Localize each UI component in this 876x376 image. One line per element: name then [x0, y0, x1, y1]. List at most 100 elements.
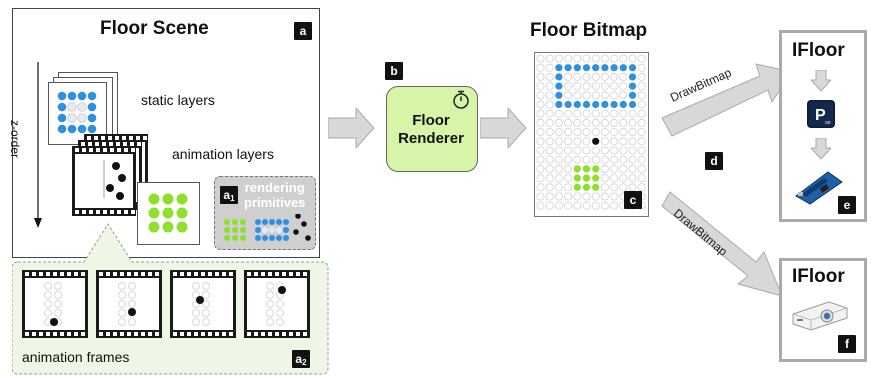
bitmap-green-dot	[582, 165, 591, 173]
floor-renderer-box[interactable]	[386, 86, 478, 172]
bitmap-empty-dot	[582, 91, 591, 100]
bitmap-empty-dot	[545, 128, 554, 137]
bitmap-empty-dot	[628, 109, 637, 118]
frame-empty-dot	[54, 291, 62, 299]
film-hole	[82, 148, 86, 152]
z-order-label: z-order	[8, 120, 22, 159]
frame-hole	[67, 272, 71, 276]
frame-hole	[155, 332, 159, 336]
film-hole	[115, 136, 119, 140]
frame-hole	[120, 332, 124, 336]
blue-swatch-dot	[283, 235, 289, 241]
bitmap-empty-dot	[600, 128, 609, 137]
bitmap-empty-dot	[564, 137, 573, 146]
bitmap-empty-dot	[573, 146, 582, 155]
green-dot	[162, 221, 174, 233]
blue-swatch-dot	[255, 235, 261, 241]
green-swatch-dot	[240, 235, 246, 241]
frame-hole	[25, 272, 29, 276]
frame-hole	[25, 332, 29, 336]
bitmap-empty-dot	[619, 146, 628, 155]
frame-hole	[222, 332, 226, 336]
bitmap-empty-dot	[600, 109, 609, 118]
film-hole	[109, 142, 113, 146]
bitmap-empty-dot	[582, 155, 591, 164]
bitmap-empty-dot	[564, 183, 573, 192]
frame-hole	[99, 332, 103, 336]
film-hole	[103, 148, 107, 152]
frame-hole	[134, 332, 138, 336]
bitmap-empty-dot	[600, 155, 609, 164]
green-dot	[148, 193, 160, 205]
svg-text:P: P	[815, 107, 826, 124]
bitmap-empty-dot	[536, 137, 545, 146]
bitmap-empty-dot	[610, 183, 619, 192]
blue-dot	[87, 91, 97, 101]
film-hole	[82, 210, 86, 214]
bitmap-empty-dot	[619, 82, 628, 91]
bitmap-blue-dot	[619, 100, 627, 109]
bitmap-empty-dot	[637, 174, 646, 183]
bitmap-empty-dot	[545, 118, 554, 127]
frame-hole	[215, 272, 219, 276]
bitmap-empty-dot	[564, 91, 573, 100]
frame-empty-dot	[266, 291, 274, 299]
frame-empty-dot	[192, 300, 200, 308]
frame-empty-dot	[276, 309, 284, 317]
frame-hole	[282, 272, 286, 276]
bitmap-empty-dot	[554, 164, 563, 173]
bitmap-blue-dot	[555, 82, 563, 90]
film-hole	[122, 136, 126, 140]
bitmap-empty-dot	[610, 192, 619, 201]
frame-hole	[74, 272, 78, 276]
empty-dot	[77, 102, 87, 112]
frame-empty-dot	[118, 291, 126, 299]
bitmap-empty-dot	[545, 109, 554, 118]
bitmap-empty-dot	[610, 82, 619, 91]
frame-empty-dot	[192, 318, 200, 326]
tag-f: f	[838, 335, 856, 353]
bitmap-empty-dot	[554, 118, 563, 127]
bitmap-blue-dot	[555, 64, 563, 72]
bitmap-green-dot	[592, 183, 600, 191]
floor-bitmap-grid	[534, 52, 649, 217]
film-hole	[110, 148, 114, 152]
bitmap-empty-dot	[610, 54, 619, 63]
tag-b: b	[385, 62, 403, 80]
frame-hole	[215, 332, 219, 336]
blue-swatch-dot	[269, 235, 275, 241]
frame-empty-dot	[44, 300, 52, 308]
ifloor-top-title: IFloor	[792, 40, 845, 61]
frame-empty-dot	[266, 318, 274, 326]
green-swatch-dot	[240, 219, 246, 225]
bitmap-empty-dot	[554, 54, 563, 63]
film-hole	[123, 142, 127, 146]
bitmap-empty-dot	[564, 155, 573, 164]
bitmap-empty-dot	[591, 109, 600, 118]
tag-a1-letter: a	[223, 188, 231, 202]
bitmap-empty-dot	[619, 183, 628, 192]
film-hole	[101, 136, 105, 140]
frame-hole	[187, 272, 191, 276]
green-dot	[148, 207, 160, 219]
bitmap-empty-dot	[536, 72, 545, 81]
bitmap-empty-dot	[600, 164, 609, 173]
frame-empty-dot	[128, 318, 136, 326]
frame-hole	[53, 272, 57, 276]
film-hole	[143, 136, 147, 140]
bitmap-empty-dot	[545, 100, 554, 109]
bitmap-empty-dot	[582, 201, 591, 210]
green-dot	[148, 221, 160, 233]
bitmap-empty-dot	[628, 128, 637, 137]
bitmap-blue-dot	[564, 100, 572, 109]
frame-hole	[173, 332, 177, 336]
frame-hole	[39, 332, 43, 336]
bitmap-empty-dot	[637, 109, 646, 118]
bitmap-empty-dot	[536, 100, 545, 109]
bitmap-blue-dot	[592, 64, 600, 72]
film-hole	[95, 142, 99, 146]
bitmap-empty-dot	[536, 82, 545, 91]
bitmap-empty-dot	[573, 72, 582, 81]
bitmap-empty-dot	[545, 146, 554, 155]
frame-empty-dot	[202, 291, 210, 299]
